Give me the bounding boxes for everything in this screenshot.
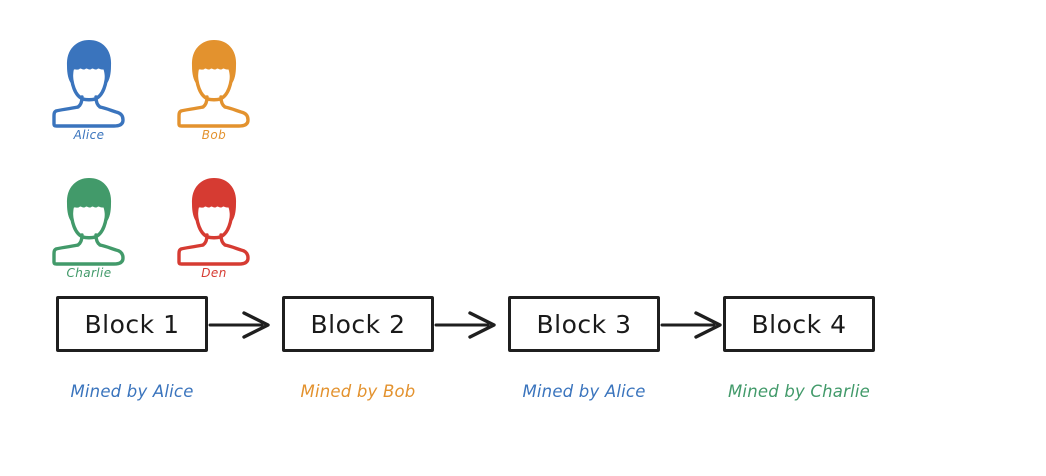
block-label: Block 2	[310, 309, 406, 339]
block-label: Block 4	[751, 309, 847, 339]
block-label: Block 1	[84, 309, 180, 339]
block-caption-1: Mined by Alice	[70, 382, 194, 401]
block-caption-3: Mined by Alice	[522, 382, 646, 401]
person-avatar-icon	[177, 40, 250, 128]
avatar-bob[interactable]: Bob	[175, 36, 271, 146]
block-node-4[interactable]: Block 4	[723, 296, 875, 352]
avatar-charlie[interactable]: Charlie	[50, 174, 146, 284]
blockchain-diagram: Block 1 Mined by Alice Block 2 Mined by …	[0, 296, 1046, 426]
arrow-block1-block2	[208, 310, 280, 340]
avatar-label-alice: Alice	[73, 128, 105, 142]
avatar-alice[interactable]: Alice	[50, 36, 146, 146]
block-node-1[interactable]: Block 1	[56, 296, 208, 352]
person-avatar-icon	[52, 40, 125, 128]
block-node-2[interactable]: Block 2	[282, 296, 434, 352]
avatar-den[interactable]: Den	[175, 174, 271, 284]
block-label: Block 3	[536, 309, 632, 339]
block-caption-2: Mined by Bob	[300, 382, 416, 401]
avatar-label-den: Den	[201, 266, 227, 280]
avatar-label-charlie: Charlie	[66, 266, 112, 280]
person-avatar-icon	[52, 178, 125, 266]
arrow-block2-block3	[434, 310, 506, 340]
avatar-label-bob: Bob	[201, 128, 227, 142]
participants-group: Alice Bob	[0, 0, 320, 290]
block-node-3[interactable]: Block 3	[508, 296, 660, 352]
arrow-block3-block4	[660, 310, 732, 340]
person-avatar-icon	[177, 178, 250, 266]
block-caption-4: Mined by Charlie	[727, 382, 871, 401]
